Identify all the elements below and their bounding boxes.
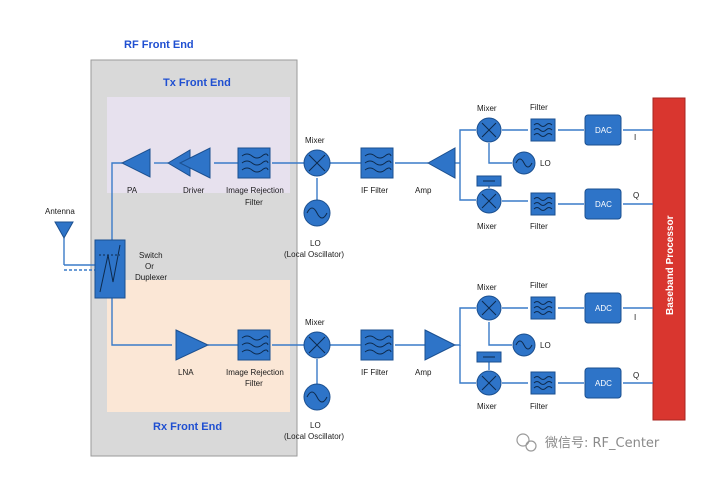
tx-mixer-i-label: Mixer xyxy=(477,104,497,113)
dac-i-label: DAC xyxy=(595,126,612,135)
tx-irf-label-2: Filter xyxy=(245,198,263,207)
pa-label: PA xyxy=(127,186,138,195)
rx-iq-lo-label: LO xyxy=(540,341,551,350)
rx-mixer-q-label: Mixer xyxy=(477,402,497,411)
rx-lo-full-label: (Local Oscillator) xyxy=(284,432,344,441)
dac-i-block xyxy=(584,114,622,146)
tx-mixer-q-label: Mixer xyxy=(477,222,497,231)
tx-if-filter-block xyxy=(360,147,394,179)
tx-lo-full-label: (Local Oscillator) xyxy=(284,250,344,259)
rx-irf-label-2: Filter xyxy=(245,379,263,388)
rx-filter-i-block xyxy=(530,296,556,320)
tx-if-filter-label: IF Filter xyxy=(361,186,388,195)
adc-i-block xyxy=(584,292,622,324)
rx-i-label: I xyxy=(634,313,636,322)
adc-q-block xyxy=(584,367,622,399)
tx-iq-lo-label: LO xyxy=(540,159,551,168)
tx-mixer-label: Mixer xyxy=(305,136,325,145)
adc-q-label: ADC xyxy=(595,379,612,388)
signal-wires xyxy=(63,129,653,384)
rx-filter-q-block xyxy=(530,371,556,395)
antenna-icon xyxy=(54,221,74,240)
tx-amp-icon xyxy=(426,147,456,179)
rx-front-end-title: Rx Front End xyxy=(153,421,222,433)
tx-lo-icon xyxy=(303,199,331,227)
rx-phase-shifter-block xyxy=(476,351,502,363)
rx-if-filter-label: IF Filter xyxy=(361,368,388,377)
dac-q-block xyxy=(584,188,622,220)
dac-q-label: DAC xyxy=(595,200,612,209)
tx-amp-label: Amp xyxy=(415,186,432,195)
tx-image-rejection-filter-block xyxy=(237,147,271,179)
rx-q-label: Q xyxy=(633,371,639,380)
baseband-processor-label: Baseband Processor xyxy=(665,215,676,315)
rx-filter-q-label: Filter xyxy=(530,402,548,411)
watermark-text: 微信号: RF_Center xyxy=(545,436,660,451)
rx-filter-i-label: Filter xyxy=(530,281,548,290)
adc-i-label: ADC xyxy=(595,304,612,313)
switch-duplexer-block xyxy=(94,239,126,299)
tx-filter-i-label: Filter xyxy=(530,103,548,112)
tx-front-end-panel xyxy=(107,97,290,193)
tx-filter-i-block xyxy=(530,118,556,142)
tx-filter-q-block xyxy=(530,192,556,216)
tx-lo-label: LO xyxy=(310,239,321,248)
tx-q-label: Q xyxy=(633,191,639,200)
switch-label-3: Duplexer xyxy=(135,273,167,282)
rx-irf-label-1: Image Rejection xyxy=(226,368,284,377)
tx-iq-lo-icon xyxy=(512,151,536,175)
rx-amp-label: Amp xyxy=(415,368,432,377)
rx-lo-icon xyxy=(303,383,331,411)
tx-irf-label-1: Image Rejection xyxy=(226,186,284,195)
switch-label-1: Switch xyxy=(139,251,163,260)
driver-label: Driver xyxy=(183,186,205,195)
tx-phase-shifter-block xyxy=(476,175,502,187)
tx-filter-q-label: Filter xyxy=(530,222,548,231)
rx-mixer-i-icon xyxy=(476,295,502,321)
rx-mixer-i-label: Mixer xyxy=(477,283,497,292)
pa-icon xyxy=(120,148,151,178)
lna-label: LNA xyxy=(178,368,194,377)
rx-lo-label: LO xyxy=(310,421,321,430)
rx-if-filter-block xyxy=(360,329,394,361)
rx-amp-icon xyxy=(424,329,457,361)
lna-icon xyxy=(175,329,210,361)
rx-iq-lo-icon xyxy=(512,333,536,357)
tx-i-label: I xyxy=(634,133,636,142)
rx-mixer-icon xyxy=(303,331,331,359)
tx-mixer-i-icon xyxy=(476,117,502,143)
switch-label-2: Or xyxy=(145,262,154,271)
rx-image-rejection-filter-block xyxy=(237,329,271,361)
rx-mixer-q-icon xyxy=(476,370,502,396)
tx-mixer-icon xyxy=(303,149,331,177)
antenna-label: Antenna xyxy=(45,207,75,216)
baseband-processor-block xyxy=(652,97,686,421)
tx-mixer-q-icon xyxy=(476,188,502,214)
rf-front-end-title: RF Front End xyxy=(124,39,194,51)
driver-icon xyxy=(167,147,211,179)
watermark: 微信号: RF_Center xyxy=(516,433,660,452)
tx-front-end-title: Tx Front End xyxy=(163,77,231,89)
rx-mixer-label: Mixer xyxy=(305,318,325,327)
